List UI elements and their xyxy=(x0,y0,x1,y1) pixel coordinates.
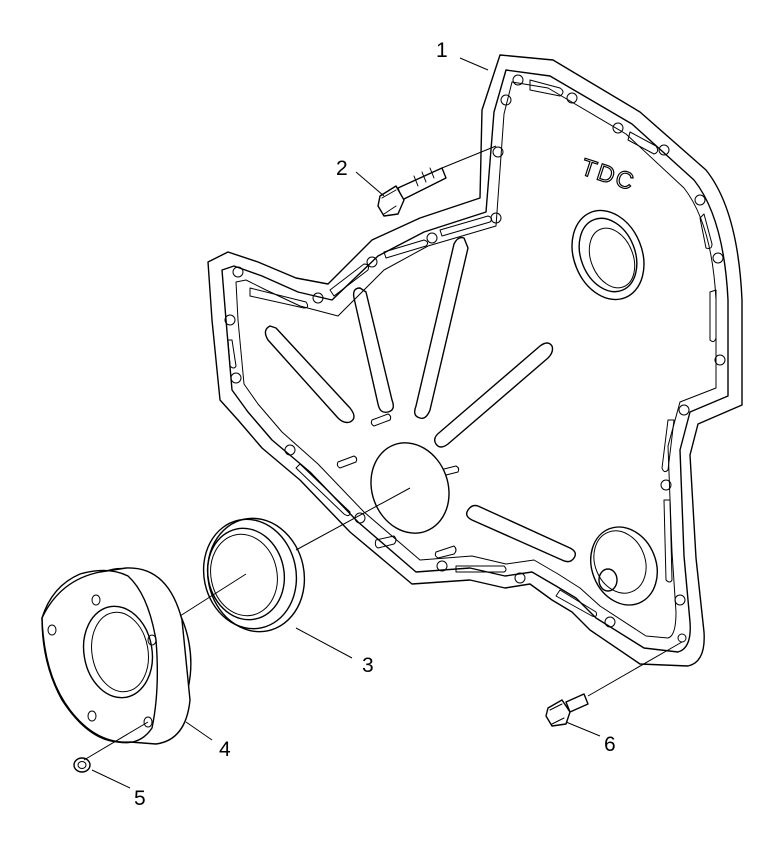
callout-2: 2 xyxy=(336,157,348,180)
callout-1: 1 xyxy=(436,39,448,62)
callout-3: 3 xyxy=(362,654,374,677)
callout-4: 4 xyxy=(219,738,231,761)
callout-labels: 1 2 3 4 5 6 xyxy=(134,39,616,810)
callout-5: 5 xyxy=(134,787,146,810)
cap-screw-part-2 xyxy=(377,167,447,217)
cap-screw-part-6 xyxy=(545,693,589,727)
nut-part-5 xyxy=(73,757,91,773)
adapter-flange-part-4 xyxy=(41,567,192,745)
oil-seal-part-3 xyxy=(202,517,306,633)
leader-lines xyxy=(83,57,683,789)
callout-6: 6 xyxy=(604,733,616,756)
front-cover-part-1: TDC xyxy=(207,54,743,667)
